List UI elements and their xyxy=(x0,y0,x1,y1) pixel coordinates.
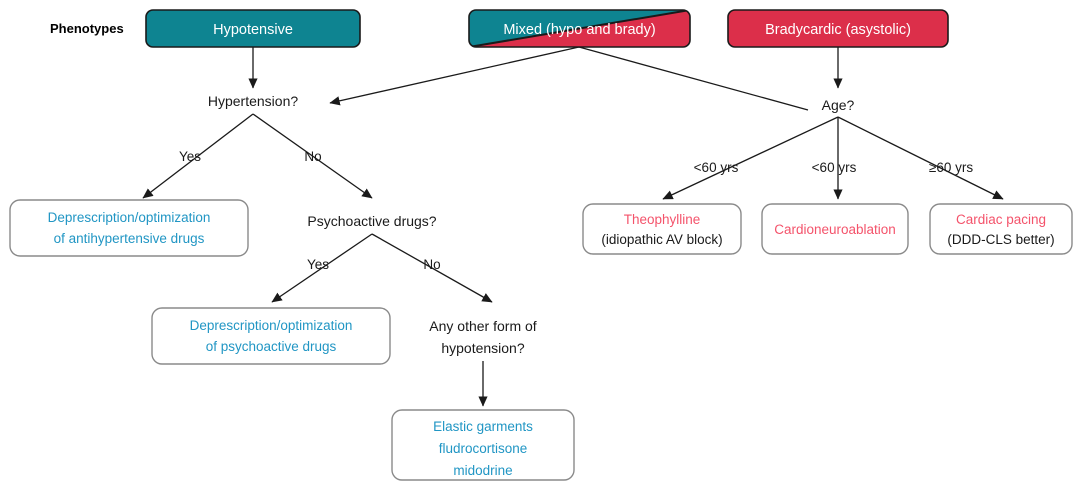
theophylline-box-shape xyxy=(582,203,742,255)
elastic-garments-box-shape xyxy=(391,409,575,481)
antihypertensive-box-shape xyxy=(9,199,249,257)
treatment-box-psychoactive-deprescription[interactable]: Deprescription/optimization of psychoact… xyxy=(151,307,391,365)
edge-psychoactive-no xyxy=(371,233,493,303)
cardiac-pacing-box-shape xyxy=(929,203,1073,255)
edge-label-age-over60: ≥60 yrs xyxy=(929,160,973,175)
edge-mixed-to-hypertension xyxy=(329,46,580,106)
cardiac-pacing-line-2: (DDD-CLS better) xyxy=(947,232,1054,247)
edge-label-hypertension-no: No xyxy=(304,149,321,164)
antihypertensive-line-1: Deprescription/optimization xyxy=(48,210,211,225)
cardioneuroablation-box-shape xyxy=(761,203,909,255)
theophylline-line-1: Theophylline xyxy=(624,212,701,227)
psychoactive-box-shape xyxy=(151,307,391,365)
edge-age-under60-left xyxy=(662,116,839,200)
decision-age-label: Age? xyxy=(822,97,855,113)
treatment-box-cardiac-pacing[interactable]: Cardiac pacing (DDD-CLS better) xyxy=(929,203,1073,255)
edge-label-age-under60-mid: <60 yrs xyxy=(812,160,857,175)
treatment-box-cardioneuroablation[interactable]: Cardioneuroablation xyxy=(761,203,909,255)
hypotensive-label: Hypotensive xyxy=(213,22,293,38)
edge-hypertension-no xyxy=(252,113,373,199)
edge-label-hypertension-yes: Yes xyxy=(179,149,201,164)
treatment-box-theophylline[interactable]: Theophylline (idiopathic AV block) xyxy=(582,203,742,255)
cardioneuroablation-line-1: Cardioneuroablation xyxy=(774,222,896,237)
decision-other-hypotension-line-1: Any other form of xyxy=(429,318,536,334)
edge-psychoactive-yes xyxy=(271,233,373,303)
mixed-label: Mixed (hypo and brady) xyxy=(503,22,655,38)
decision-hypertension-label: Hypertension? xyxy=(208,93,298,109)
treatment-box-elastic-garments[interactable]: Elastic garments fludrocortisone midodri… xyxy=(391,409,575,481)
edge-label-psychoactive-yes: Yes xyxy=(307,257,329,272)
edge-label-age-under60-left: <60 yrs xyxy=(694,160,739,175)
psychoactive-line-2: of psychoactive drugs xyxy=(206,339,337,354)
elastic-garments-line-3: midodrine xyxy=(453,463,512,478)
phenotype-box-bradycardic[interactable]: Bradycardic (asystolic) xyxy=(727,9,949,48)
decision-other-hypotension-line-2: hypotension? xyxy=(441,340,525,356)
antihypertensive-line-2: of antihypertensive drugs xyxy=(54,231,205,246)
mixed-box-divider xyxy=(469,10,690,47)
bradycardic-label: Bradycardic (asystolic) xyxy=(765,22,911,38)
psychoactive-line-1: Deprescription/optimization xyxy=(190,318,353,333)
cardiac-pacing-line-1: Cardiac pacing xyxy=(956,212,1046,227)
edge-mixed-to-age xyxy=(578,46,809,111)
phenotype-box-mixed[interactable]: Mixed (hypo and brady) xyxy=(468,9,691,48)
page-title: Phenotypes xyxy=(50,21,124,36)
edge-label-psychoactive-no: No xyxy=(423,257,440,272)
decision-psychoactive-label: Psychoactive drugs? xyxy=(307,213,436,229)
elastic-garments-line-1: Elastic garments xyxy=(433,419,533,434)
elastic-garments-line-2: fludrocortisone xyxy=(439,441,528,456)
theophylline-line-2: (idiopathic AV block) xyxy=(601,232,722,247)
treatment-box-antihypertensive[interactable]: Deprescription/optimization of antihyper… xyxy=(9,199,249,257)
edge-age-over60 xyxy=(837,116,1004,200)
edge-hypertension-yes xyxy=(142,113,254,199)
phenotype-box-hypotensive[interactable]: Hypotensive xyxy=(145,9,361,48)
